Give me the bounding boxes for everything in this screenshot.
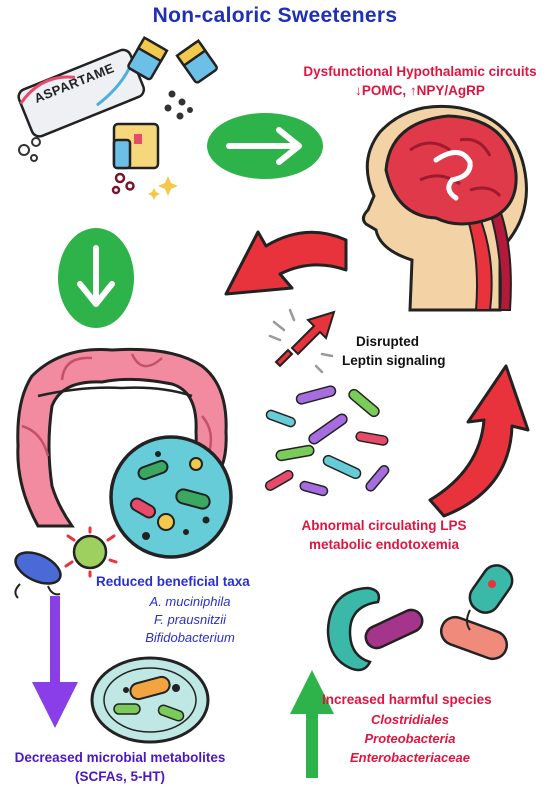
leptin-label: Disrupted Leptin signaling xyxy=(342,332,446,370)
hypothalamus-line-2: ↓POMC, ↑NPY/AgRP xyxy=(355,83,485,98)
lps-line-2: metabolic endotoxemia xyxy=(308,537,460,552)
lps-label: Abnormal circulating LPS metabolic endot… xyxy=(294,516,474,554)
hypothalamus-line-1: Dysfunctional Hypothalamic circuits xyxy=(303,64,537,79)
harmful-taxon-2: Proteobacteria xyxy=(364,731,456,746)
red-curved-arrow-icon xyxy=(224,230,348,296)
bacteria-swarm-icon xyxy=(264,385,390,497)
metabolites-label: Decreased microbial metabolites (SCFAs, … xyxy=(0,748,240,786)
lps-line-1: Abnormal circulating LPS xyxy=(301,518,467,533)
harmful-taxon-3: Enterobacteriaceae xyxy=(350,750,470,765)
head-brain-icon xyxy=(361,104,528,312)
harmful-heading: Increased harmful species xyxy=(322,692,492,707)
metabolites-line-2: (SCFAs, 5-HT) xyxy=(74,769,165,784)
green-right-arrow-icon xyxy=(207,113,323,179)
beneficial-taxon-3: Bifidobacterium xyxy=(145,630,235,645)
red-upward-arrow-icon xyxy=(428,364,530,518)
beneficial-bacteria-icon xyxy=(14,526,118,599)
broken-arrow-icon xyxy=(268,308,336,374)
sugar-dots-icon xyxy=(18,137,41,162)
sugar-cube-icon xyxy=(111,122,178,200)
green-up-arrow-icon xyxy=(290,670,334,778)
microbiota-zoom-icon xyxy=(109,435,233,559)
green-down-arrow-icon xyxy=(58,228,134,328)
metabolites-line-1: Decreased microbial metabolites xyxy=(14,750,226,765)
hypothalamus-label: Dysfunctional Hypothalamic circuits ↓POM… xyxy=(295,62,545,100)
harmful-taxon-1: Clostridiales xyxy=(370,712,450,727)
leptin-line-1: Disrupted xyxy=(356,334,420,349)
leptin-line-2: Leptin signaling xyxy=(342,353,446,368)
sweetener-sachets-icon xyxy=(127,35,218,120)
harmful-bacteria-icon xyxy=(326,564,514,672)
beneficial-taxon-2: F. prausnitzii xyxy=(153,612,226,627)
beneficial-taxon-1: A. muciniphila xyxy=(149,594,231,609)
beneficial-heading: Reduced beneficial taxa xyxy=(96,574,250,589)
purple-down-arrow-icon xyxy=(32,596,78,728)
page-title: Non-caloric Sweeteners xyxy=(152,4,398,27)
petri-dish-icon xyxy=(90,656,210,744)
